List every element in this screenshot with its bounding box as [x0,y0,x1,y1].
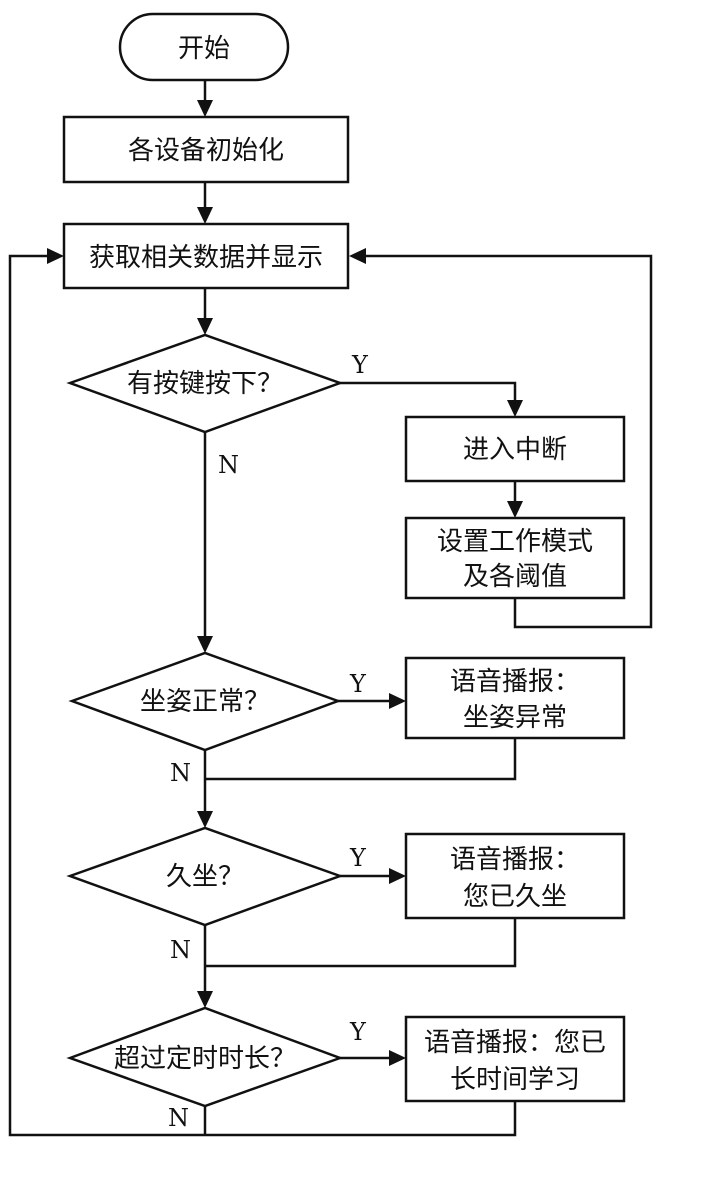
no-label-key: N [218,451,239,479]
alert-posture-label-line1: 语音播报： [450,667,580,697]
arrowhead [197,207,213,224]
yes-label-sat: Y [349,844,367,872]
over-time-label: 超过定时时长？ [114,1044,296,1074]
connector-setmode-return [366,254,653,629]
arrowhead [349,248,366,264]
arrowhead [47,248,64,264]
no-label-posture: N [170,759,191,787]
alert-time-label-line1: 语音播报：您已 [424,1028,606,1058]
set-mode-label-line2: 及各阈值 [463,562,567,592]
no-label-time: N [168,1104,189,1132]
arrowhead [197,318,213,335]
arrowhead [197,991,213,1008]
arrowhead [197,811,213,828]
arrowhead [507,400,523,417]
connector-alert-sat-merge [205,918,517,968]
alert-sat-label-line1: 语音播报： [450,845,580,875]
arrowhead [389,693,406,709]
arrowhead [389,868,406,884]
connector-key-yes [340,381,517,400]
no-label-sat: N [170,936,191,964]
arrowhead [389,1050,406,1066]
start-label: 开始 [178,34,230,64]
set-mode-label-line1: 设置工作模式 [437,527,593,557]
key-pressed-label: 有按键按下？ [127,369,283,399]
connector-main-loop [8,254,517,1137]
acquire-box [62,222,350,290]
yes-label-key: Y [351,351,369,379]
sat-long-label: 久坐？ [166,862,244,892]
alert-sat-label-line2: 您已久坐 [463,882,567,912]
init-box [62,115,350,184]
connector-alert-posture-merge [205,738,517,781]
interrupt-label: 进入中断 [463,435,567,465]
posture-ok-label: 坐姿正常？ [140,687,270,717]
alert-posture-label-line2: 坐姿异常 [463,703,567,733]
alert-posture-box [404,656,626,740]
alert-time-label-line2: 长时间学习 [450,1065,580,1095]
yes-label-posture: Y [349,670,367,698]
init-label: 各设备初始化 [128,136,284,166]
yes-label-time: Y [349,1018,367,1046]
arrowhead [507,501,523,518]
alert-sat-box [404,832,626,920]
alert-time-box [404,1015,626,1103]
arrowhead [197,636,213,653]
acquire-label: 获取相关数据并显示 [89,243,323,273]
arrowhead [197,100,213,117]
